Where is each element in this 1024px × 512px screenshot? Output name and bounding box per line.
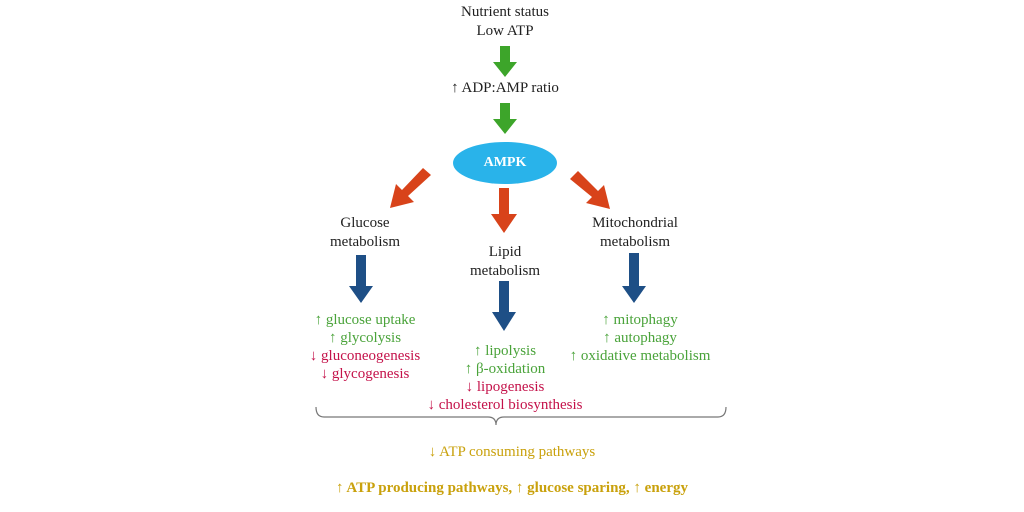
lipid-effects-list: ↑ lipolysis ↑ β-oxidation ↓ lipogenesis … — [400, 342, 610, 414]
glucose-effect-item: ↓ glycogenesis — [320, 366, 410, 382]
glucose-metabolism-title-1: Glucose — [340, 215, 390, 231]
mito-metabolism-title-1: Mitochondrial — [592, 215, 678, 231]
blue-arrow-lipid — [492, 281, 516, 331]
mito-effect-item: ↑ mitophagy — [602, 312, 678, 328]
lipid-effect-item: ↑ β-oxidation — [464, 361, 546, 377]
green-arrow-1 — [493, 46, 517, 77]
atp-consuming-label: ↓ ATP consuming pathways — [428, 444, 596, 460]
mito-effect-item: ↑ oxidative metabolism — [569, 348, 711, 364]
lipid-effect-item: ↓ lipogenesis — [465, 379, 545, 395]
red-arrow-left — [390, 168, 431, 208]
glucose-effect-item: ↑ glucose uptake — [314, 312, 416, 328]
lipid-effect-item: ↓ cholesterol biosynthesis — [427, 397, 583, 413]
atp-producing-label: ↑ ATP producing pathways, ↑ glucose spar… — [336, 480, 688, 496]
glucose-metabolism-title-2: metabolism — [330, 234, 400, 250]
ampk-label: AMPK — [483, 155, 527, 170]
mito-effect-item: ↑ autophagy — [603, 330, 677, 346]
mito-metabolism-title-2: metabolism — [600, 234, 670, 250]
nutrient-status-label: Nutrient status — [461, 4, 549, 20]
low-atp-label: Low ATP — [476, 23, 534, 39]
lipid-metabolism-title-1: Lipid — [488, 244, 522, 260]
mito-effects-list: ↑ mitophagy ↑ autophagy ↑ oxidative meta… — [550, 311, 730, 365]
lipid-metabolism-title-2: metabolism — [470, 263, 540, 279]
glucose-effects-list: ↑ glucose uptake ↑ glycolysis ↓ gluconeo… — [280, 311, 450, 383]
adp-amp-ratio-label: ↑ ADP:AMP ratio — [451, 80, 559, 96]
blue-arrow-glucose — [349, 255, 373, 303]
blue-arrow-mito — [622, 253, 646, 303]
summary-bracket — [315, 406, 727, 426]
glucose-effect-item: ↓ gluconeogenesis — [309, 348, 421, 364]
red-arrow-right — [570, 171, 610, 209]
lipid-effect-item: ↑ lipolysis — [473, 343, 537, 359]
green-arrow-2 — [493, 103, 517, 134]
ampk-node — [453, 142, 557, 184]
glucose-effect-item: ↑ glycolysis — [328, 330, 402, 346]
red-arrow-center — [491, 188, 517, 233]
